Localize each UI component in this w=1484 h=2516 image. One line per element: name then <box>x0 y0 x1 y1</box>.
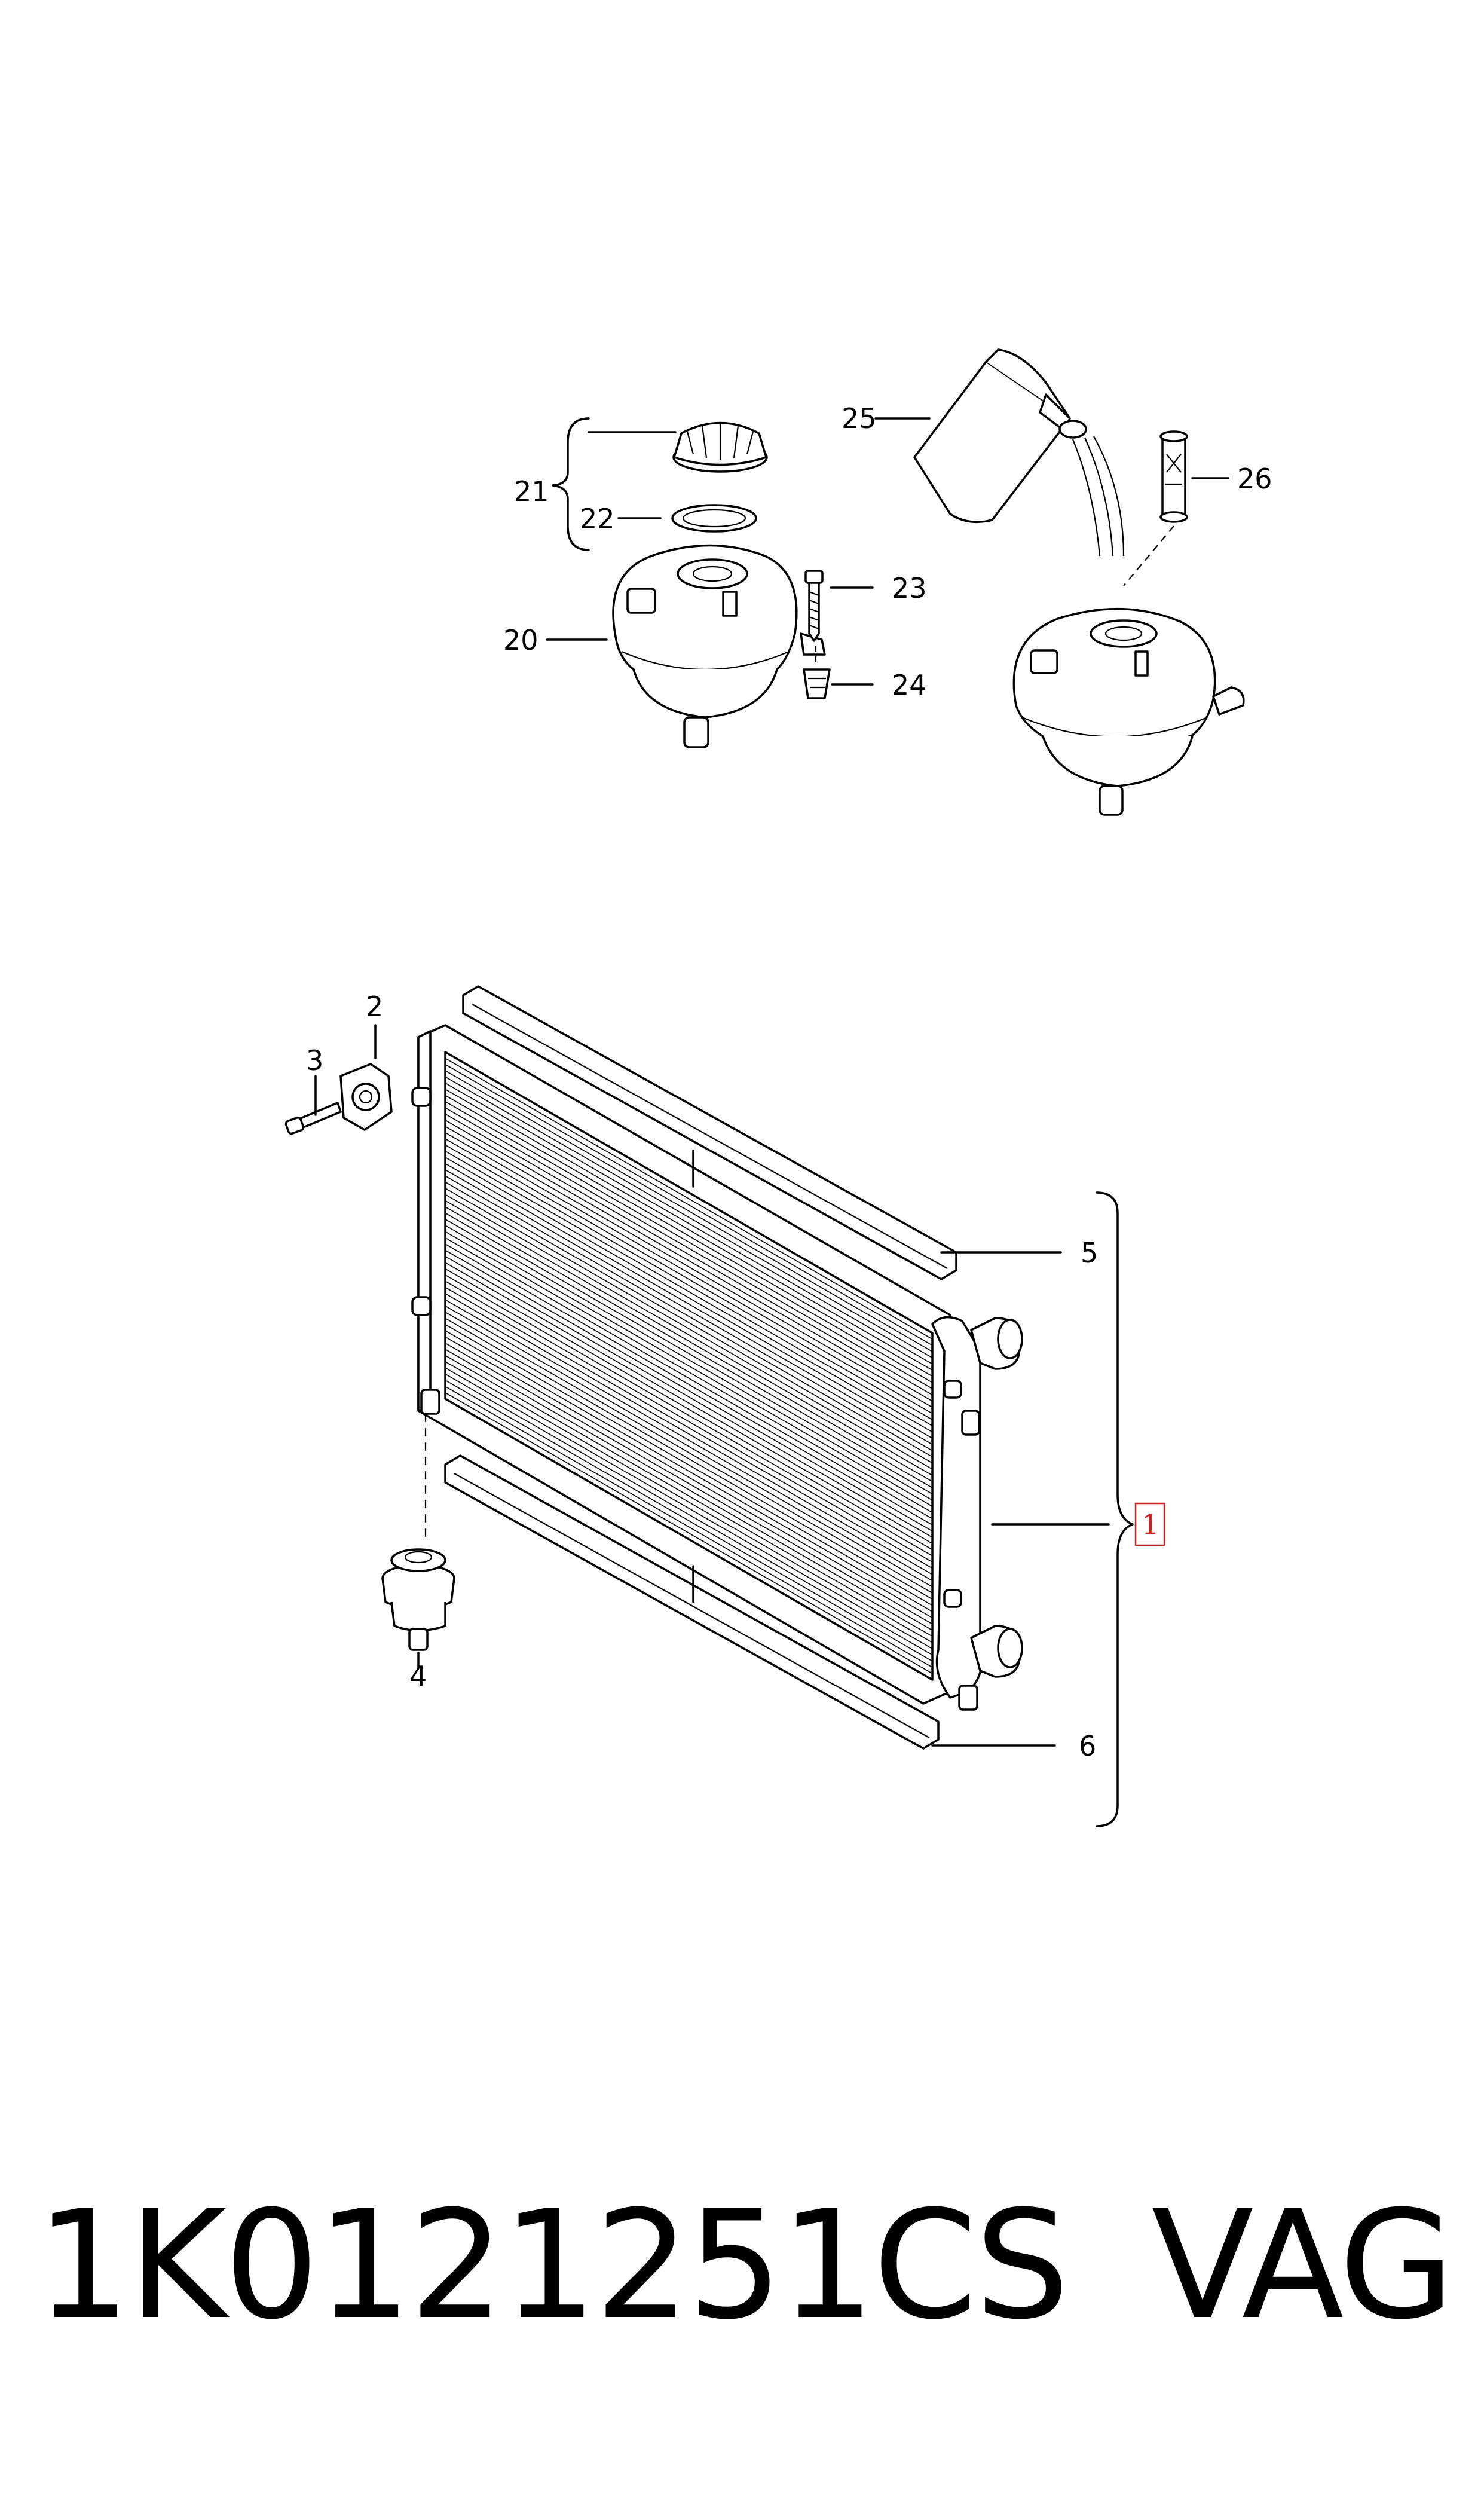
radiator-fin-line <box>445 1181 933 1464</box>
clip-nut-icon <box>803 668 831 699</box>
radiator-fin-line <box>445 1293 933 1575</box>
radiator-fin-line <box>445 1070 933 1352</box>
screw-icon <box>804 570 824 642</box>
radiator-end-tank-icon <box>931 1316 1023 1711</box>
radiator-fin-line <box>445 1367 933 1649</box>
radiator-fin-line <box>445 1218 933 1501</box>
callout-25: 25 <box>842 402 877 435</box>
radiator-fin-line <box>445 1120 933 1402</box>
footer: 1K0121251CS VAG <box>36 2140 1455 2391</box>
radiator-fin-line <box>445 1286 933 1569</box>
o-ring-icon <box>671 504 757 533</box>
radiator-fin-line <box>445 1280 933 1563</box>
test-strip-icon <box>1159 430 1188 523</box>
radiator-fin-line <box>445 1200 933 1482</box>
part-number: 1K0121251CS <box>36 2178 1070 2352</box>
radiator-fin-line <box>445 1076 933 1359</box>
radiator-fins <box>445 1057 933 1674</box>
radiator-fin-line <box>445 1057 933 1340</box>
radiator-fin-line <box>445 1317 933 1600</box>
mount-bracket-icon <box>339 1063 393 1131</box>
radiator-fin-line <box>445 1249 933 1532</box>
radiator-fin-line <box>445 1188 933 1470</box>
radiator-fin-line <box>445 1386 933 1668</box>
radiator-fin-line <box>445 1126 933 1408</box>
callout-21: 21 <box>514 475 549 508</box>
callout-23: 23 <box>892 572 927 604</box>
radiator-fin-line <box>445 1157 933 1439</box>
radiator-fin-line <box>445 1089 933 1371</box>
radiator-fin-line <box>445 1324 933 1606</box>
callout-2: 2 <box>366 990 383 1023</box>
radiator-fin-line <box>445 1083 933 1365</box>
radiator-fin-line <box>445 1349 933 1631</box>
callout-24: 24 <box>892 669 927 701</box>
coolant-filling-illustration <box>874 348 1245 816</box>
radiator-fin-line <box>445 1256 933 1538</box>
radiator-core-icon <box>411 1024 951 1705</box>
radiator-fin-line <box>445 1330 933 1612</box>
radiator-fin-line <box>445 1392 933 1674</box>
radiator-fin-line <box>445 1312 933 1594</box>
callout-5: 5 <box>1081 1237 1098 1269</box>
radiator-fin-line <box>445 1336 933 1619</box>
coolant-canister-icon <box>913 348 1087 524</box>
expansion-tank-assembly <box>546 417 874 748</box>
radiator-fin-line <box>445 1225 933 1507</box>
parts-diagram: 21 22 20 23 24 25 26 2 3 4 5 6 1 <box>284 348 1272 1827</box>
radiator-fin-line <box>445 1274 933 1557</box>
radiator-fin-line <box>445 1243 933 1526</box>
radiator-fin-line <box>445 1095 933 1377</box>
radiator-fin-line <box>445 1262 933 1544</box>
radiator-fin-line <box>445 1373 933 1656</box>
radiator-fin-line <box>445 1194 933 1476</box>
brand-name: VAG <box>1151 2178 1455 2352</box>
expansion-tank-icon <box>1012 607 1245 816</box>
radiator-fin-line <box>445 1163 933 1445</box>
callout-26: 26 <box>1237 463 1272 495</box>
radiator-fin-line <box>445 1169 933 1451</box>
callout-20: 20 <box>503 624 538 656</box>
radiator-fin-line <box>445 1343 933 1625</box>
callout-6: 6 <box>1079 1730 1096 1762</box>
expansion-tank-icon <box>612 544 826 748</box>
tank-cap-icon <box>672 421 768 473</box>
radiator-fin-line <box>445 1361 933 1643</box>
lower-seal-strip-icon <box>444 1454 940 1750</box>
radiator-fin-line <box>445 1064 933 1346</box>
radiator-assembly <box>284 985 1165 1827</box>
radiator-fin-line <box>445 1305 933 1588</box>
callout-4: 4 <box>409 1660 427 1692</box>
radiator-fin-line <box>445 1380 933 1662</box>
radiator-fin-line <box>445 1355 933 1637</box>
radiator-fin-line <box>445 1107 933 1389</box>
radiator-fin-line <box>445 1212 933 1494</box>
callout-1: 1 <box>1142 1508 1159 1540</box>
radiator-fin-line <box>445 1206 933 1488</box>
radiator-fin-line <box>445 1231 933 1514</box>
radiator-fin-line <box>445 1151 933 1433</box>
callout-3: 3 <box>306 1044 323 1077</box>
radiator-fin-line <box>445 1268 933 1551</box>
radiator-fin-line <box>445 1138 933 1420</box>
radiator-fin-line <box>445 1144 933 1427</box>
rubber-mount-icon <box>381 1548 455 1651</box>
radiator-fin-line <box>445 1237 933 1520</box>
bolt-icon <box>284 1102 342 1135</box>
callout-22: 22 <box>580 503 615 535</box>
highlight-box <box>1134 1502 1165 1546</box>
radiator-fin-line <box>445 1113 933 1396</box>
radiator-fin-line <box>445 1299 933 1581</box>
upper-seal-strip-icon <box>462 985 957 1280</box>
radiator-fin-line <box>445 1101 933 1383</box>
radiator-fin-line <box>445 1132 933 1414</box>
radiator-fin-line <box>445 1175 933 1457</box>
